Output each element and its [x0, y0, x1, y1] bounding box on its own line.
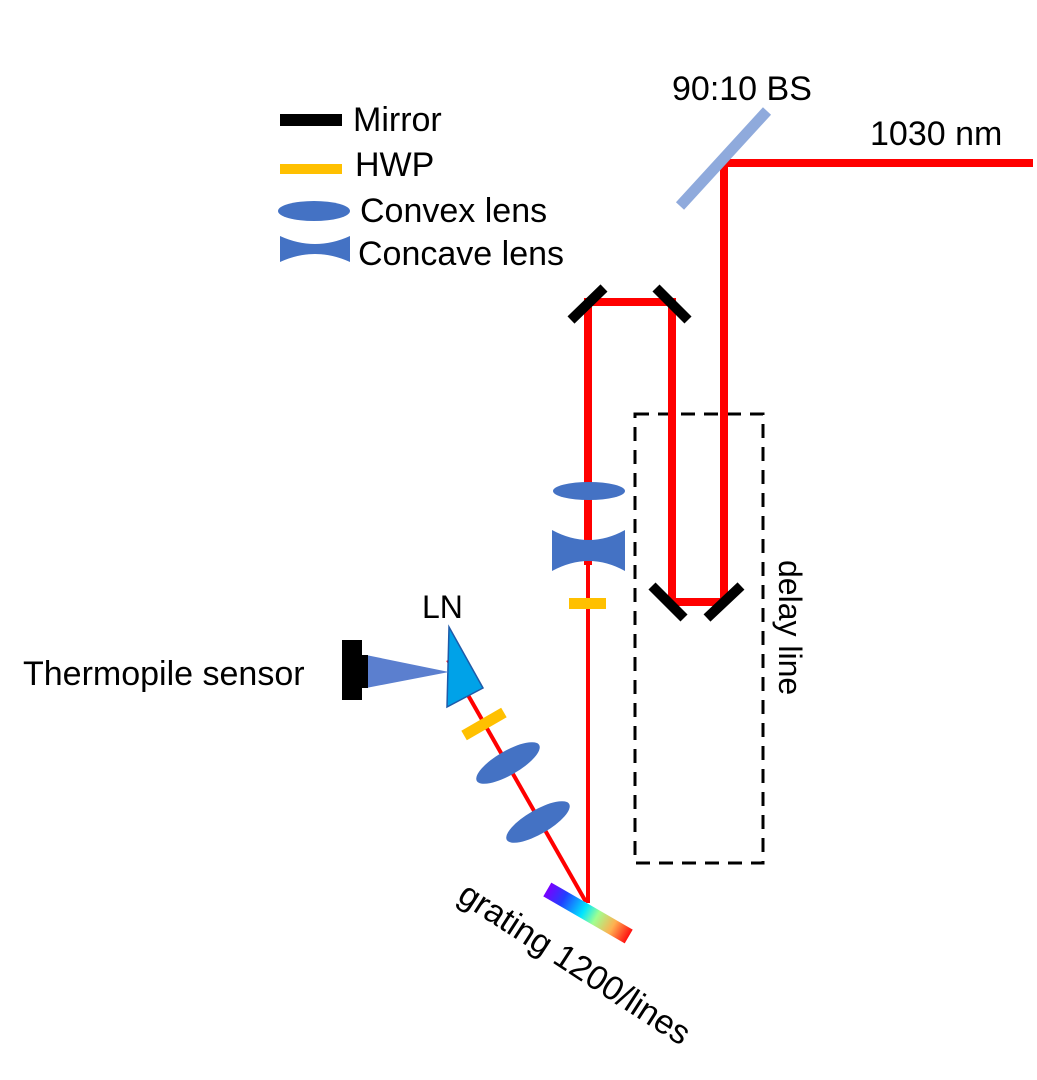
delay-line-label: delay line	[772, 560, 808, 695]
legend-hwp-label: HWP	[355, 146, 434, 184]
convex-lens-3	[506, 801, 570, 843]
beam-path	[446, 159, 1033, 903]
legend: Mirror HWP Convex lens Concave lens	[278, 101, 564, 273]
legend-convex-label: Convex lens	[360, 192, 547, 230]
sensor-beam-cone	[366, 655, 449, 688]
concave-lens-1	[552, 530, 625, 571]
convex-lens-2	[476, 742, 540, 784]
mirror-delay-right	[703, 582, 745, 622]
beam-diffracted	[446, 659, 588, 903]
hwp-1	[569, 598, 606, 609]
legend-convex-lens-swatch	[278, 201, 350, 221]
legend-hwp-swatch	[280, 164, 342, 174]
grating	[543, 882, 633, 944]
ln-crystal	[446, 624, 485, 709]
legend-concave-lens-swatch	[280, 236, 350, 262]
ln-crystal-label: LN	[422, 589, 463, 625]
beamsplitter-label: 90:10 BS	[672, 70, 812, 108]
legend-mirror-swatch	[280, 114, 342, 126]
convex-lens-1	[553, 482, 625, 500]
thermopile-sensor-face	[360, 655, 368, 688]
legend-mirror-label: Mirror	[353, 101, 442, 139]
thermopile-sensor	[342, 640, 362, 700]
input-wavelength-label: 1030 nm	[870, 115, 1002, 153]
beamsplitter	[675, 107, 772, 210]
mirror-top-left	[567, 284, 608, 324]
mirror-delay-left	[648, 582, 688, 622]
thermopile-sensor-label: Thermopile sensor	[23, 655, 305, 693]
delay-line-box	[633, 412, 765, 865]
hwp-2	[461, 707, 507, 741]
mirror-top-right	[652, 284, 692, 324]
legend-concave-label: Concave lens	[358, 235, 564, 273]
